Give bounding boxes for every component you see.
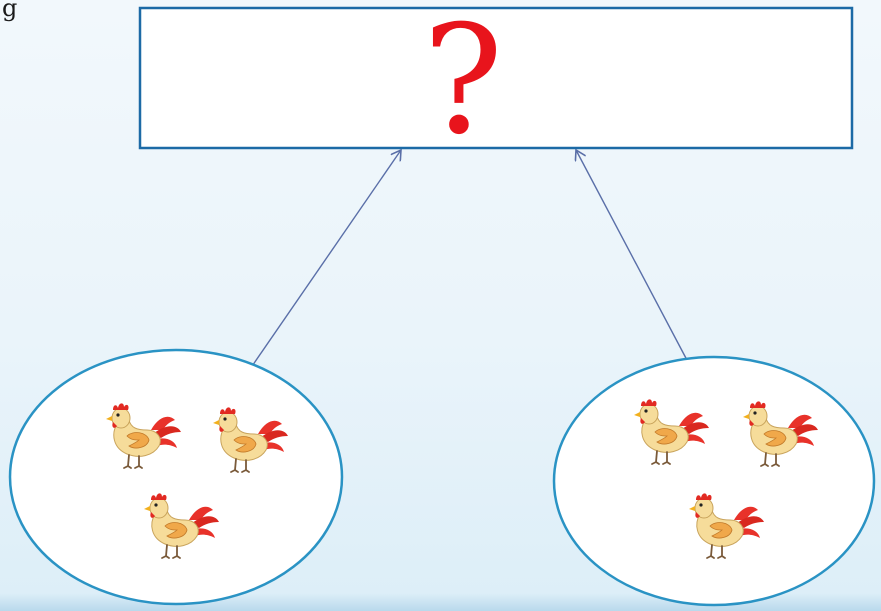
left-group-ellipse	[8, 348, 344, 606]
left-arrow	[247, 150, 401, 373]
right-arrow	[576, 150, 689, 363]
question-box	[138, 6, 854, 150]
corner-mark: g	[2, 0, 18, 22]
question-mark: ?	[423, 0, 503, 168]
right-group-ellipse	[552, 355, 876, 607]
